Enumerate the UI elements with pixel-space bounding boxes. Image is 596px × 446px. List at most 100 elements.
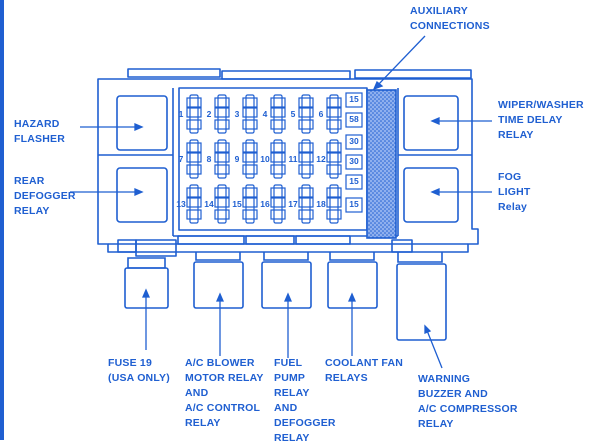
fuse-clip bbox=[270, 152, 286, 163]
fuse-clip bbox=[270, 197, 286, 208]
fuse-number: 8 bbox=[207, 154, 212, 164]
fuse-number: 5 bbox=[291, 109, 296, 119]
fuse-clip bbox=[214, 209, 230, 220]
fuse-clip bbox=[186, 119, 202, 130]
fuse-clip bbox=[298, 197, 314, 208]
wiper-relay-slot bbox=[403, 95, 459, 151]
fuse-7 bbox=[189, 139, 199, 179]
fuse-number: 18 bbox=[316, 199, 326, 209]
fuse-clip bbox=[186, 164, 202, 175]
coolant-fan-relays-label: COOLANT FAN RELAYS bbox=[325, 357, 404, 384]
fuse-clip bbox=[270, 164, 286, 175]
fuse-box-housing bbox=[97, 78, 479, 253]
fuse-number: 7 bbox=[179, 154, 184, 164]
fuse-4 bbox=[273, 94, 283, 134]
terminal-slot bbox=[345, 112, 363, 128]
top-tab bbox=[354, 69, 472, 79]
fuse-clip bbox=[298, 187, 314, 198]
fuse-17 bbox=[301, 184, 311, 224]
fuse-18 bbox=[329, 184, 339, 224]
fuse-clip bbox=[326, 209, 342, 220]
fuse-number: 1 bbox=[179, 109, 184, 119]
fuse-clip bbox=[186, 152, 202, 163]
fuse-number: 4 bbox=[263, 109, 268, 119]
fuse-clip bbox=[214, 197, 230, 208]
fuse-clip bbox=[298, 97, 314, 108]
warning-buzzer-relay-label: WARNING BUZZER AND A/C COMPRESSOR RELAY bbox=[418, 373, 518, 430]
fuse-clip bbox=[242, 152, 258, 163]
auxiliary-connections-block bbox=[366, 89, 397, 239]
fuse-clip bbox=[214, 164, 230, 175]
fuse-number: 15 bbox=[232, 199, 242, 209]
fuse-clip bbox=[214, 97, 230, 108]
fog-light-relay-label: FOG LIGHT Relay bbox=[498, 171, 531, 213]
fuel-pump-relay bbox=[261, 261, 312, 309]
fuse-clip bbox=[326, 197, 342, 208]
rear-defogger-relay-slot bbox=[116, 167, 168, 223]
fuse-clip bbox=[242, 142, 258, 153]
fuse-clip bbox=[186, 97, 202, 108]
fuse-clip bbox=[298, 152, 314, 163]
fuse-number: 2 bbox=[207, 109, 212, 119]
fuse-clip bbox=[214, 187, 230, 198]
terminal-slot bbox=[345, 134, 363, 150]
auxiliary-connections-label: AUXILIARY CONNECTIONS bbox=[410, 5, 490, 32]
fuse-clip bbox=[214, 119, 230, 130]
top-tab bbox=[221, 70, 351, 80]
terminal-label: 58 bbox=[349, 114, 359, 124]
terminal-label: 15 bbox=[349, 94, 359, 104]
fuse-clip bbox=[242, 164, 258, 175]
fuse-11 bbox=[301, 139, 311, 179]
fuse-9 bbox=[245, 139, 255, 179]
fuse-clip bbox=[326, 142, 342, 153]
terminal-slot bbox=[345, 154, 363, 170]
fuse-12 bbox=[329, 139, 339, 179]
terminal-label: 30 bbox=[349, 156, 359, 166]
terminal-label: 15 bbox=[349, 176, 359, 186]
fuse-14 bbox=[217, 184, 227, 224]
fuse-15 bbox=[245, 184, 255, 224]
hazard-flasher-slot bbox=[116, 95, 168, 151]
fuse-19-label: FUSE 19 (USA ONLY) bbox=[108, 357, 170, 384]
fuse-clip bbox=[298, 107, 314, 118]
fuse-number: 16 bbox=[260, 199, 270, 209]
fuse-clip bbox=[186, 209, 202, 220]
fuse-clip bbox=[242, 97, 258, 108]
fuse-number: 6 bbox=[319, 109, 324, 119]
wiper-washer-relay-label: WIPER/WASHER TIME DELAY RELAY bbox=[498, 99, 584, 141]
fuse-clip bbox=[326, 119, 342, 130]
rear-defogger-relay-label: REAR DEFOGGER RELAY bbox=[14, 175, 76, 217]
fuse-clip bbox=[214, 142, 230, 153]
fuse-clip bbox=[298, 164, 314, 175]
fuse-number: 3 bbox=[235, 109, 240, 119]
fuse-2 bbox=[217, 94, 227, 134]
fuse-3 bbox=[245, 94, 255, 134]
fuse-clip bbox=[270, 119, 286, 130]
fuse-clip bbox=[326, 164, 342, 175]
fuse-5 bbox=[301, 94, 311, 134]
fuse-clip bbox=[186, 187, 202, 198]
fuse-clip bbox=[214, 152, 230, 163]
terminal-slot bbox=[345, 197, 363, 213]
fuse-16 bbox=[273, 184, 283, 224]
fuse-8 bbox=[217, 139, 227, 179]
fuse-clip bbox=[242, 119, 258, 130]
fuel-pump-relay-label: FUEL PUMP RELAY AND DEFOGGER RELAY bbox=[274, 357, 336, 444]
fuse-clip bbox=[270, 142, 286, 153]
terminal-label: 15 bbox=[349, 199, 359, 209]
fog-light-relay-slot bbox=[403, 167, 459, 223]
fuse-number: 9 bbox=[235, 154, 240, 164]
fuse-1 bbox=[189, 94, 199, 134]
fuse-clip bbox=[270, 209, 286, 220]
terminal-slot bbox=[345, 92, 363, 108]
hazard-flasher-label: HAZARD FLASHER bbox=[14, 118, 65, 145]
fuse-number: 12 bbox=[316, 154, 326, 164]
fuse-clip bbox=[242, 187, 258, 198]
fuse-clip bbox=[242, 197, 258, 208]
fuse-clip bbox=[270, 97, 286, 108]
fuse-clip bbox=[298, 209, 314, 220]
terminal-slot bbox=[345, 174, 363, 190]
ac-blower-relay-label: A/C BLOWER MOTOR RELAY AND A/C CONTROL R… bbox=[185, 357, 264, 429]
fuse-clip bbox=[186, 142, 202, 153]
